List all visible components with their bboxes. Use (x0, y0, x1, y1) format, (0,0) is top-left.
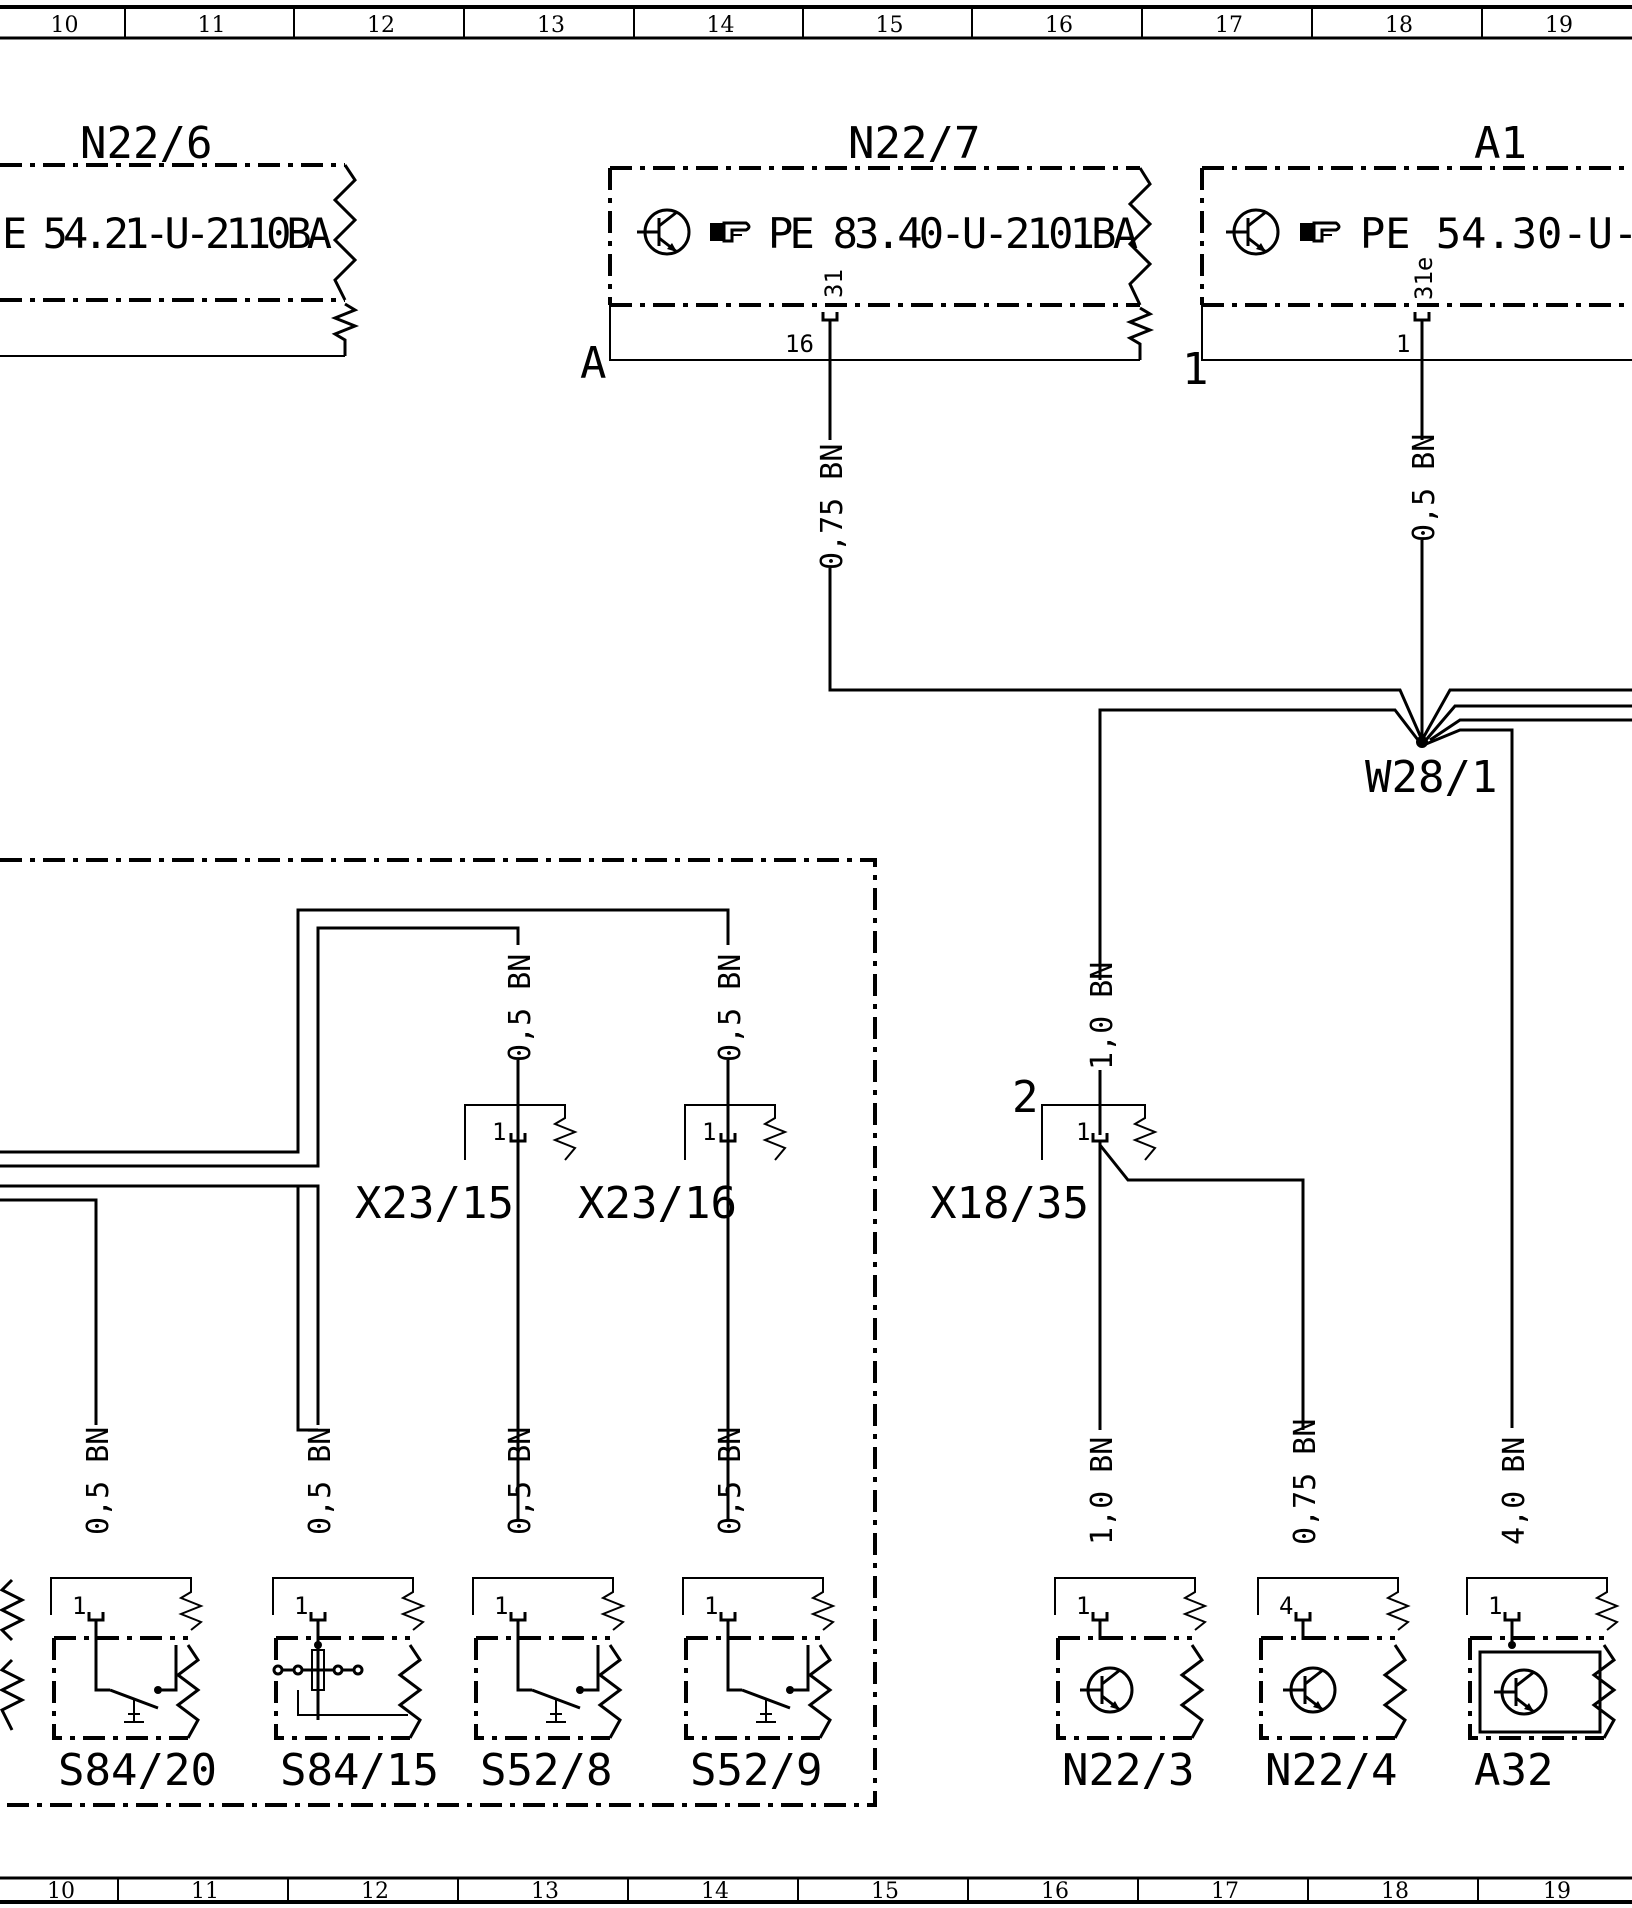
svg-text:0,5 BN: 0,5 BN (713, 1427, 748, 1535)
component-pin: 1 (494, 1592, 508, 1620)
module-a1-pin-top: 31e (1410, 257, 1438, 300)
wire-n22-7-label: 0,75 BN (815, 444, 850, 570)
grid-bottom-cell: 17 (1211, 1879, 1239, 1904)
module-n22-6: N22/6 E 54.21-U-2110BA (0, 118, 360, 357)
grid-bottom-cell: 19 (1543, 1879, 1571, 1904)
svg-text:0,75 BN: 0,75 BN (1288, 1419, 1323, 1545)
module-n22-7-label: N22/7 (848, 118, 980, 169)
switch-icon (546, 1700, 566, 1723)
connector-x18-35-label: X18/35 (930, 1178, 1089, 1229)
component-pin: 1 (704, 1592, 718, 1620)
grid-ruler-top: 10 11 12 13 14 15 16 17 18 19 (0, 5, 1632, 40)
module-a1: A1 PE 54.30-U-2 31e 1 1 (1182, 118, 1632, 395)
module-a1-code: PE 54.30-U-2 (1360, 209, 1632, 258)
hand-pointer-icon (708, 221, 751, 243)
grid-top-cell: 12 (367, 13, 395, 38)
svg-text:1,0 BN: 1,0 BN (1085, 1437, 1120, 1545)
switch-icon (124, 1700, 144, 1723)
ground-icon (1416, 736, 1428, 748)
switch-group-enclosure (0, 858, 877, 1807)
component-label: S84/15 (280, 1745, 439, 1796)
connector-x23-15: 0,5 BN 1 X23/15 (355, 954, 578, 1430)
module-n22-7-ref: A (580, 338, 607, 389)
module-n22-6-label: N22/6 (80, 118, 212, 169)
connector-x23-15-label: X23/15 (355, 1178, 514, 1229)
switch-icon (311, 1649, 325, 1691)
component-label: S52/9 (690, 1745, 822, 1796)
component-pin: 1 (1488, 1592, 1502, 1620)
connector-x23-16-label: X23/16 (578, 1178, 737, 1229)
grid-ruler-bottom: 10 11 12 13 14 15 16 17 18 19 (0, 1876, 1632, 1904)
grid-bottom-cell: 14 (701, 1879, 729, 1904)
component-label: N22/3 (1062, 1745, 1194, 1796)
connector-x23-16-pin: 1 (702, 1118, 716, 1146)
svg-text:0,5 BN: 0,5 BN (81, 1427, 116, 1535)
component-pin: 1 (294, 1592, 308, 1620)
grid-bottom-cell: 11 (191, 1879, 219, 1904)
grid-bottom-cell: 12 (361, 1879, 389, 1904)
grid-top-cell: 15 (876, 13, 904, 38)
component-pin: 4 (1279, 1592, 1293, 1620)
grid-bottom-cell: 13 (531, 1879, 559, 1904)
module-n22-7-pin-top: 31 (820, 269, 848, 298)
transistor-icon (635, 208, 691, 256)
grid-bottom-cell: 15 (871, 1879, 899, 1904)
connector-x23-16: 0,5 BN 1 X23/16 (578, 954, 788, 1430)
grid-top-cell: 11 (198, 13, 226, 38)
transistor-icon (1492, 1668, 1548, 1716)
component-label: A32 (1474, 1745, 1553, 1796)
module-a1-label: A1 (1474, 118, 1527, 169)
component-label: S84/20 (58, 1745, 217, 1796)
grid-bottom-cell: 16 (1041, 1879, 1069, 1904)
connector-x23-15-pin: 1 (492, 1118, 506, 1146)
grid-top-cell: 13 (537, 13, 565, 38)
wire-x23-15-top-label: 0,5 BN (503, 954, 538, 1062)
svg-text:0,5 BN: 0,5 BN (503, 1427, 538, 1535)
module-n22-7-pin-num: 16 (785, 330, 814, 358)
ground-wires: W28/1 0,75 BN 0,5 BN (815, 320, 1632, 1428)
module-a1-ref: 1 (1182, 344, 1209, 395)
component-label: N22/4 (1265, 1745, 1397, 1796)
component-label: S52/8 (480, 1745, 612, 1796)
grid-bottom-cell: 10 (47, 1879, 75, 1904)
component-pin: 1 (1076, 1592, 1090, 1620)
ground-point-label: W28/1 (1365, 752, 1497, 803)
edge-fragment (0, 1578, 26, 1731)
grid-top-cell: 18 (1385, 13, 1413, 38)
grid-top-cell: 10 (51, 13, 79, 38)
module-n22-7-code: PE 83.40-U-2101BA (768, 209, 1138, 258)
svg-text:4,0 BN: 4,0 BN (1497, 1437, 1532, 1545)
module-n22-6-code: E 54.21-U-2110BA (2, 209, 332, 258)
wire-x23-16-top-label: 0,5 BN (713, 954, 748, 1062)
grid-top-cell: 19 (1545, 13, 1573, 38)
grid-top-cell: 17 (1215, 13, 1243, 38)
connector-x18-35-pin: 1 (1076, 1118, 1090, 1146)
grid-top-cell: 16 (1045, 13, 1073, 38)
wire-a1-label: 0,5 BN (1407, 434, 1442, 542)
connector-x18-35-ref: 2 (1012, 1072, 1039, 1123)
svg-text:0,5 BN: 0,5 BN (303, 1427, 338, 1535)
connector-x18-35: 1,0 BN 1 2 X18/35 (930, 962, 1305, 1430)
hand-pointer-icon (1298, 221, 1341, 243)
wire-x18-35-top-label: 1,0 BN (1085, 962, 1120, 1070)
grid-top-cell: 14 (707, 13, 735, 38)
transistor-icon (1281, 1666, 1337, 1714)
component-pin: 1 (72, 1592, 86, 1620)
module-n22-7: N22/7 PE 83.40-U-2101BA 31 16 A (580, 118, 1155, 389)
switch-icon (756, 1700, 776, 1723)
transistor-icon (1224, 208, 1280, 256)
grid-bottom-cell: 18 (1381, 1879, 1409, 1904)
module-a1-pin-num: 1 (1396, 330, 1410, 358)
transistor-icon (1078, 1666, 1134, 1714)
component-row: 1S84/201S84/151S52/81S52/91N22/34N22/41A… (50, 1577, 1620, 1796)
bottom-wire-labels: 0,5 BN 0,5 BN 0,5 BN 0,5 BN 1,0 BN 0,75 … (81, 1419, 1532, 1545)
